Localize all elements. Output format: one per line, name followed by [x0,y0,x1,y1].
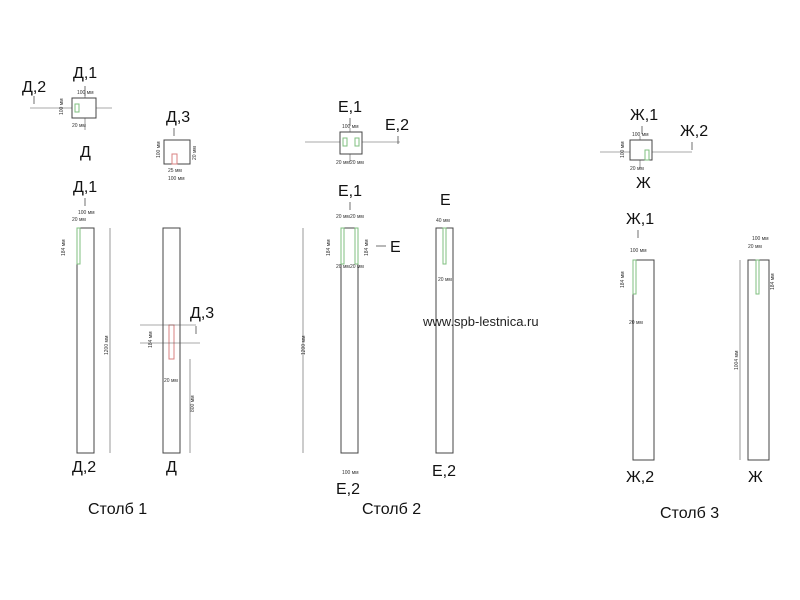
dim-e-slot-a: 20 мм [336,214,350,220]
label-d1-top: Д,1 [73,65,97,82]
dim-e-slot-d: 20 мм [350,264,364,270]
label-e1-side: Е,1 [338,183,362,200]
dim-zh-top-width: 100 мм [632,132,649,138]
dim-zh-top-height: 100 мм [620,141,626,158]
dim-d3-width: 100 мм [168,176,185,182]
e-post-front [435,227,454,454]
label-d3-side: Д,3 [190,305,214,322]
dim-e-top-slot-b: 20 мм [350,160,364,166]
dim-e-right-slot: 20 мм [438,277,452,283]
label-e-side: Е [390,239,401,256]
d-post-side [76,227,95,454]
dim-zh-left-slot-len: 184 мм [620,271,626,288]
dim-zh-top-slot: 20 мм [630,166,644,172]
zh-top-section [629,139,653,161]
dim-d3-slot-w: 20 мм [164,378,178,384]
zh-post-slot [632,259,637,295]
label-e2-bottom-left: Е,2 [336,481,360,498]
caption-stolb3: Столб 3 [660,505,719,522]
dim-d3-height: 100 мм [156,141,162,158]
label-d3-top: Д,3 [166,109,190,126]
dim-d3-offset: 20 мм [192,146,198,160]
label-d2-top: Д,2 [22,79,46,96]
e-post-slot-a [340,227,345,265]
dim-e-length: 1200 мм [301,335,307,355]
label-e2-top: Е,2 [385,117,409,134]
label-d1-side: Д,1 [73,179,97,196]
caption-stolb1: Столб 1 [88,501,147,518]
zh-post-front-slot [755,259,760,295]
d-top-slot [74,103,80,113]
label-zh2-bottom: Ж,2 [626,469,654,486]
dim-d-length: 1200 мм [104,335,110,355]
stolb2-group: Е,1 Е,2 100 мм 20 мм 20 мм Е,1 20 мм 20 … [301,99,539,518]
label-zh1-side: Ж,1 [626,211,654,228]
label-e2-bottom-right: Е,2 [432,463,456,480]
d-post-slot [76,227,81,265]
dim-zh-left-slot: 20 мм [629,320,643,326]
dim-d-top-height: 100 мм [59,98,65,115]
label-d-top: Д [80,144,91,161]
stolb1-group: Д,1 Д,2 100 мм 100 мм 20 мм Д Д,3 100 мм… [22,65,214,518]
dim-e-right-top: 40 мм [436,218,450,224]
dim-e-slot-len-a: 184 мм [326,239,332,256]
dim-d3-depth: 25 мм [168,168,182,174]
e-post-side [340,227,359,454]
stolb3-group: Ж,1 Ж,2 100 мм 100 мм 20 мм Ж Ж,1 100 мм… [600,107,776,522]
d-post-front [162,227,181,454]
d3-top-slot [171,153,178,165]
label-d-bottom: Д [166,459,177,476]
e-post-slot-b [354,227,359,265]
dim-zh-left-width: 100 мм [630,248,647,254]
e-top-slot-b [354,137,360,147]
dim-e-top-width: 100 мм [342,124,359,130]
dim-d3-slot-len: 184 мм [148,331,154,348]
dim-e-side-width: 100 мм [342,470,359,476]
dim-d-side-width: 100 мм [78,210,95,216]
dim-e-slot-c: 20 мм [336,264,350,270]
dim-d-top-width: 100 мм [77,90,94,96]
label-d2-bottom: Д,2 [72,459,96,476]
dim-zh-right-length: 1004 мм [734,350,740,370]
e-top-slot-a [342,137,348,147]
e-post-front-slot [442,227,447,265]
caption-stolb2: Столб 2 [362,501,421,518]
label-zh1-top: Ж,1 [630,107,658,124]
label-zh2-top: Ж,2 [680,123,708,140]
dim-d-side-slot: 20 мм [72,217,86,223]
label-e-top-right: Е [440,192,451,209]
zh-top-slot [644,149,650,161]
dim-zh-right-slot: 20 мм [748,244,762,250]
d-top-section [71,97,97,119]
label-zh-bottom: Ж [748,469,763,486]
dim-zh-right-width: 100 мм [752,236,769,242]
label-e1-top: Е,1 [338,99,362,116]
dim-d-slot-len: 184 мм [61,239,67,256]
dim-e-top-slot-a: 20 мм [336,160,350,166]
dim-e-slot-len-b: 184 мм [364,239,370,256]
zh-post-side [632,259,655,461]
dim-zh-right-slot-len: 184 мм [770,273,776,290]
dim-d-top-slot: 20 мм [72,123,86,129]
label-zh-top: Ж [636,175,651,192]
website-url: www.spb-lestnica.ru [422,314,539,329]
dim-d3-rest: 800 мм [190,395,196,412]
dim-e-slot-b: 20 мм [350,214,364,220]
